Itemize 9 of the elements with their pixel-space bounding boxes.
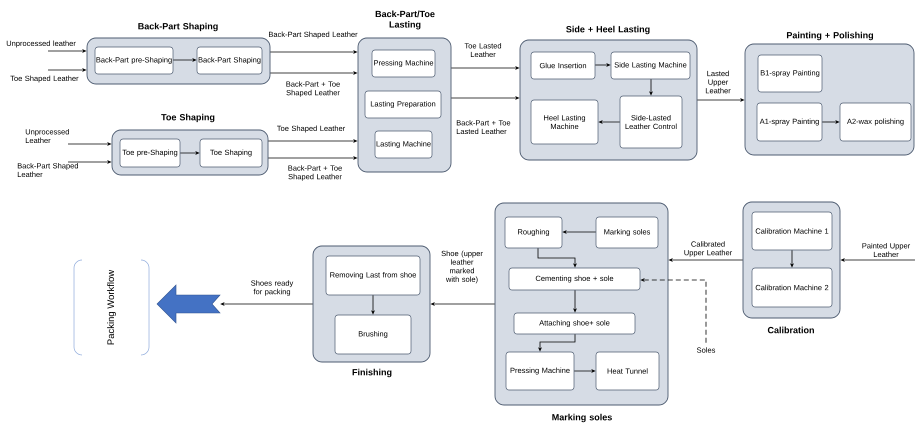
node-label: Back-Part Shaping <box>138 22 218 32</box>
node-label: Side + Heel Lasting <box>566 26 650 34</box>
node-label: Back-Part/Toe Lasting <box>376 10 435 30</box>
node-label: Painting + Polishing <box>786 32 874 40</box>
node-label: Toe Shaping <box>161 114 214 122</box>
bracket-label: Packing Workflow <box>74 260 150 356</box>
node-label: Finishing <box>352 368 392 378</box>
node-label: Calibration <box>768 326 814 334</box>
node-label: Marking soles <box>552 414 612 422</box>
